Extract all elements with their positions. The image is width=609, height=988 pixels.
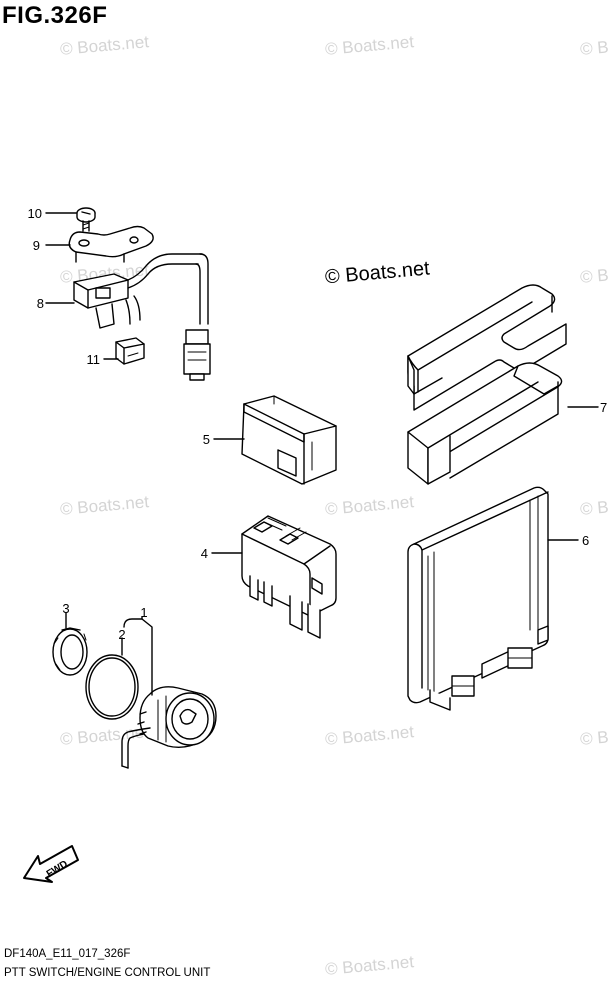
callout-3: 3 [62,601,69,616]
part-4-module [241,515,337,639]
part-6-ecu [407,486,549,711]
figure-code: DF140A_E11_017_326F [4,948,131,960]
callout-5: 5 [203,432,210,447]
part-3-ring [52,627,88,676]
callout-1: 1 [140,605,147,620]
callout-7: 7 [600,400,607,415]
part-10-screw [76,207,96,232]
callout-4: 4 [201,546,208,561]
part-1-switch [121,686,217,769]
callout-6: 6 [582,533,589,548]
part-9-bracket [68,225,154,263]
callout-11: 11 [87,352,101,367]
harness-connector [183,329,211,381]
callout-8: 8 [37,296,44,311]
part-11-clip [115,337,145,365]
leader-1 [123,618,153,696]
part-2-oring [85,654,139,720]
callout-10: 10 [28,206,42,221]
callout-labels: 1 2 3 4 5 6 7 8 9 10 11 [28,206,608,642]
figure-title: FIG.326F [2,2,108,29]
part-5-cover [241,395,337,485]
figure-caption: PTT SWITCH/ENGINE CONTROL UNIT [4,967,211,979]
part-7-holder [407,284,567,485]
part-8-ptt-switch [73,253,209,329]
callout-9: 9 [33,238,40,253]
fwd-arrow: FWD [23,845,79,883]
callout-2: 2 [118,627,125,642]
